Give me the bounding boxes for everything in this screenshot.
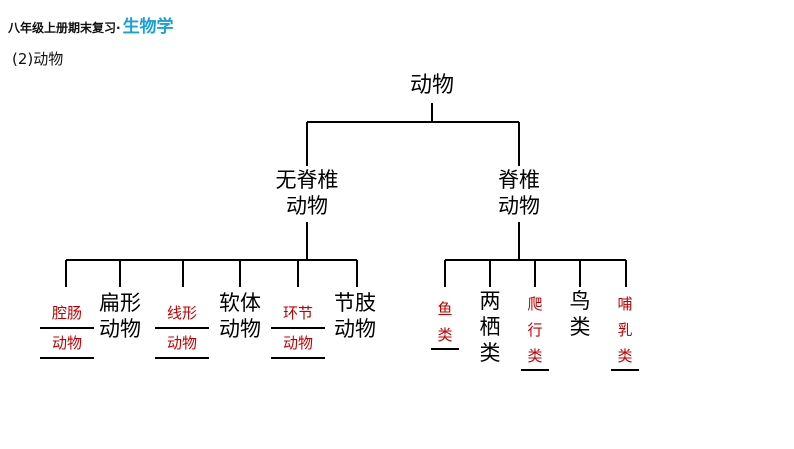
leaf-coelenterate: 腔肠 动物 (40, 299, 94, 359)
leaf-flatworm: 扁形 动物 (92, 290, 148, 343)
leaf-annelid: 环节 动物 (271, 299, 325, 359)
leaf-roundworm: 线形 动物 (155, 299, 209, 359)
leaf-coelenterate-line1: 腔肠 (40, 299, 94, 329)
leaf-mammal-char2: 乳 (617, 321, 633, 339)
leaf-amphibian-char1: 两 (479, 289, 501, 313)
leaf-reptile-char1: 爬 (527, 295, 543, 313)
leaf-amphibian: 两 栖 类 (475, 288, 505, 366)
leaf-mammal: 哺 乳 类 (611, 291, 639, 371)
leaf-arthropod-line2: 动物 (334, 317, 376, 342)
leaf-arthropod-line1: 节肢 (334, 291, 376, 315)
leaf-mammal-char3: 类 (611, 343, 639, 371)
leaf-annelid-line1: 环节 (271, 299, 325, 329)
leaf-mollusk-line2: 动物 (219, 317, 261, 342)
leaf-amphibian-char2: 栖 (479, 315, 501, 339)
leaf-bird: 鸟 类 (565, 288, 595, 340)
leaf-fish-char1: 鱼 (437, 300, 453, 318)
leaf-mollusk: 软体 动物 (212, 290, 268, 343)
leaf-arthropod: 节肢 动物 (327, 290, 383, 343)
leaf-reptile-char2: 行 (527, 321, 543, 339)
section-title: (2)动物 (12, 50, 64, 68)
leaf-bird-char1: 鸟 (569, 289, 591, 313)
header: 八年级上册期末复习· 生物学 (8, 12, 174, 38)
leaf-fish: 鱼 类 (431, 296, 459, 350)
leaf-bird-char2: 类 (569, 315, 591, 339)
header-subject: 生物学 (122, 17, 174, 37)
vertebrate-line1: 脊椎 (498, 168, 540, 192)
invertebrate-node: 无脊椎 动物 (262, 167, 352, 220)
leaf-reptile-char3: 类 (521, 343, 549, 371)
header-prefix: 八年级上册期末复习· (8, 21, 121, 35)
leaf-mollusk-line1: 软体 (219, 291, 261, 315)
leaf-annelid-line2: 动物 (271, 329, 325, 359)
leaf-amphibian-char3: 类 (479, 341, 501, 365)
leaf-mammal-char1: 哺 (617, 295, 633, 313)
leaf-roundworm-line1: 线形 (155, 299, 209, 329)
leaf-flatworm-line2: 动物 (99, 317, 141, 342)
vertebrate-node: 脊椎 动物 (479, 167, 559, 220)
root-node: 动物 (409, 73, 454, 98)
vertebrate-line2: 动物 (498, 194, 540, 219)
invertebrate-line1: 无脊椎 (275, 168, 339, 192)
invertebrate-line2: 动物 (286, 194, 328, 219)
leaf-reptile: 爬 行 类 (521, 291, 549, 371)
leaf-roundworm-line2: 动物 (155, 329, 209, 359)
leaf-coelenterate-line2: 动物 (40, 329, 94, 359)
leaf-flatworm-line1: 扁形 (99, 291, 141, 315)
leaf-fish-char2: 类 (431, 322, 459, 350)
